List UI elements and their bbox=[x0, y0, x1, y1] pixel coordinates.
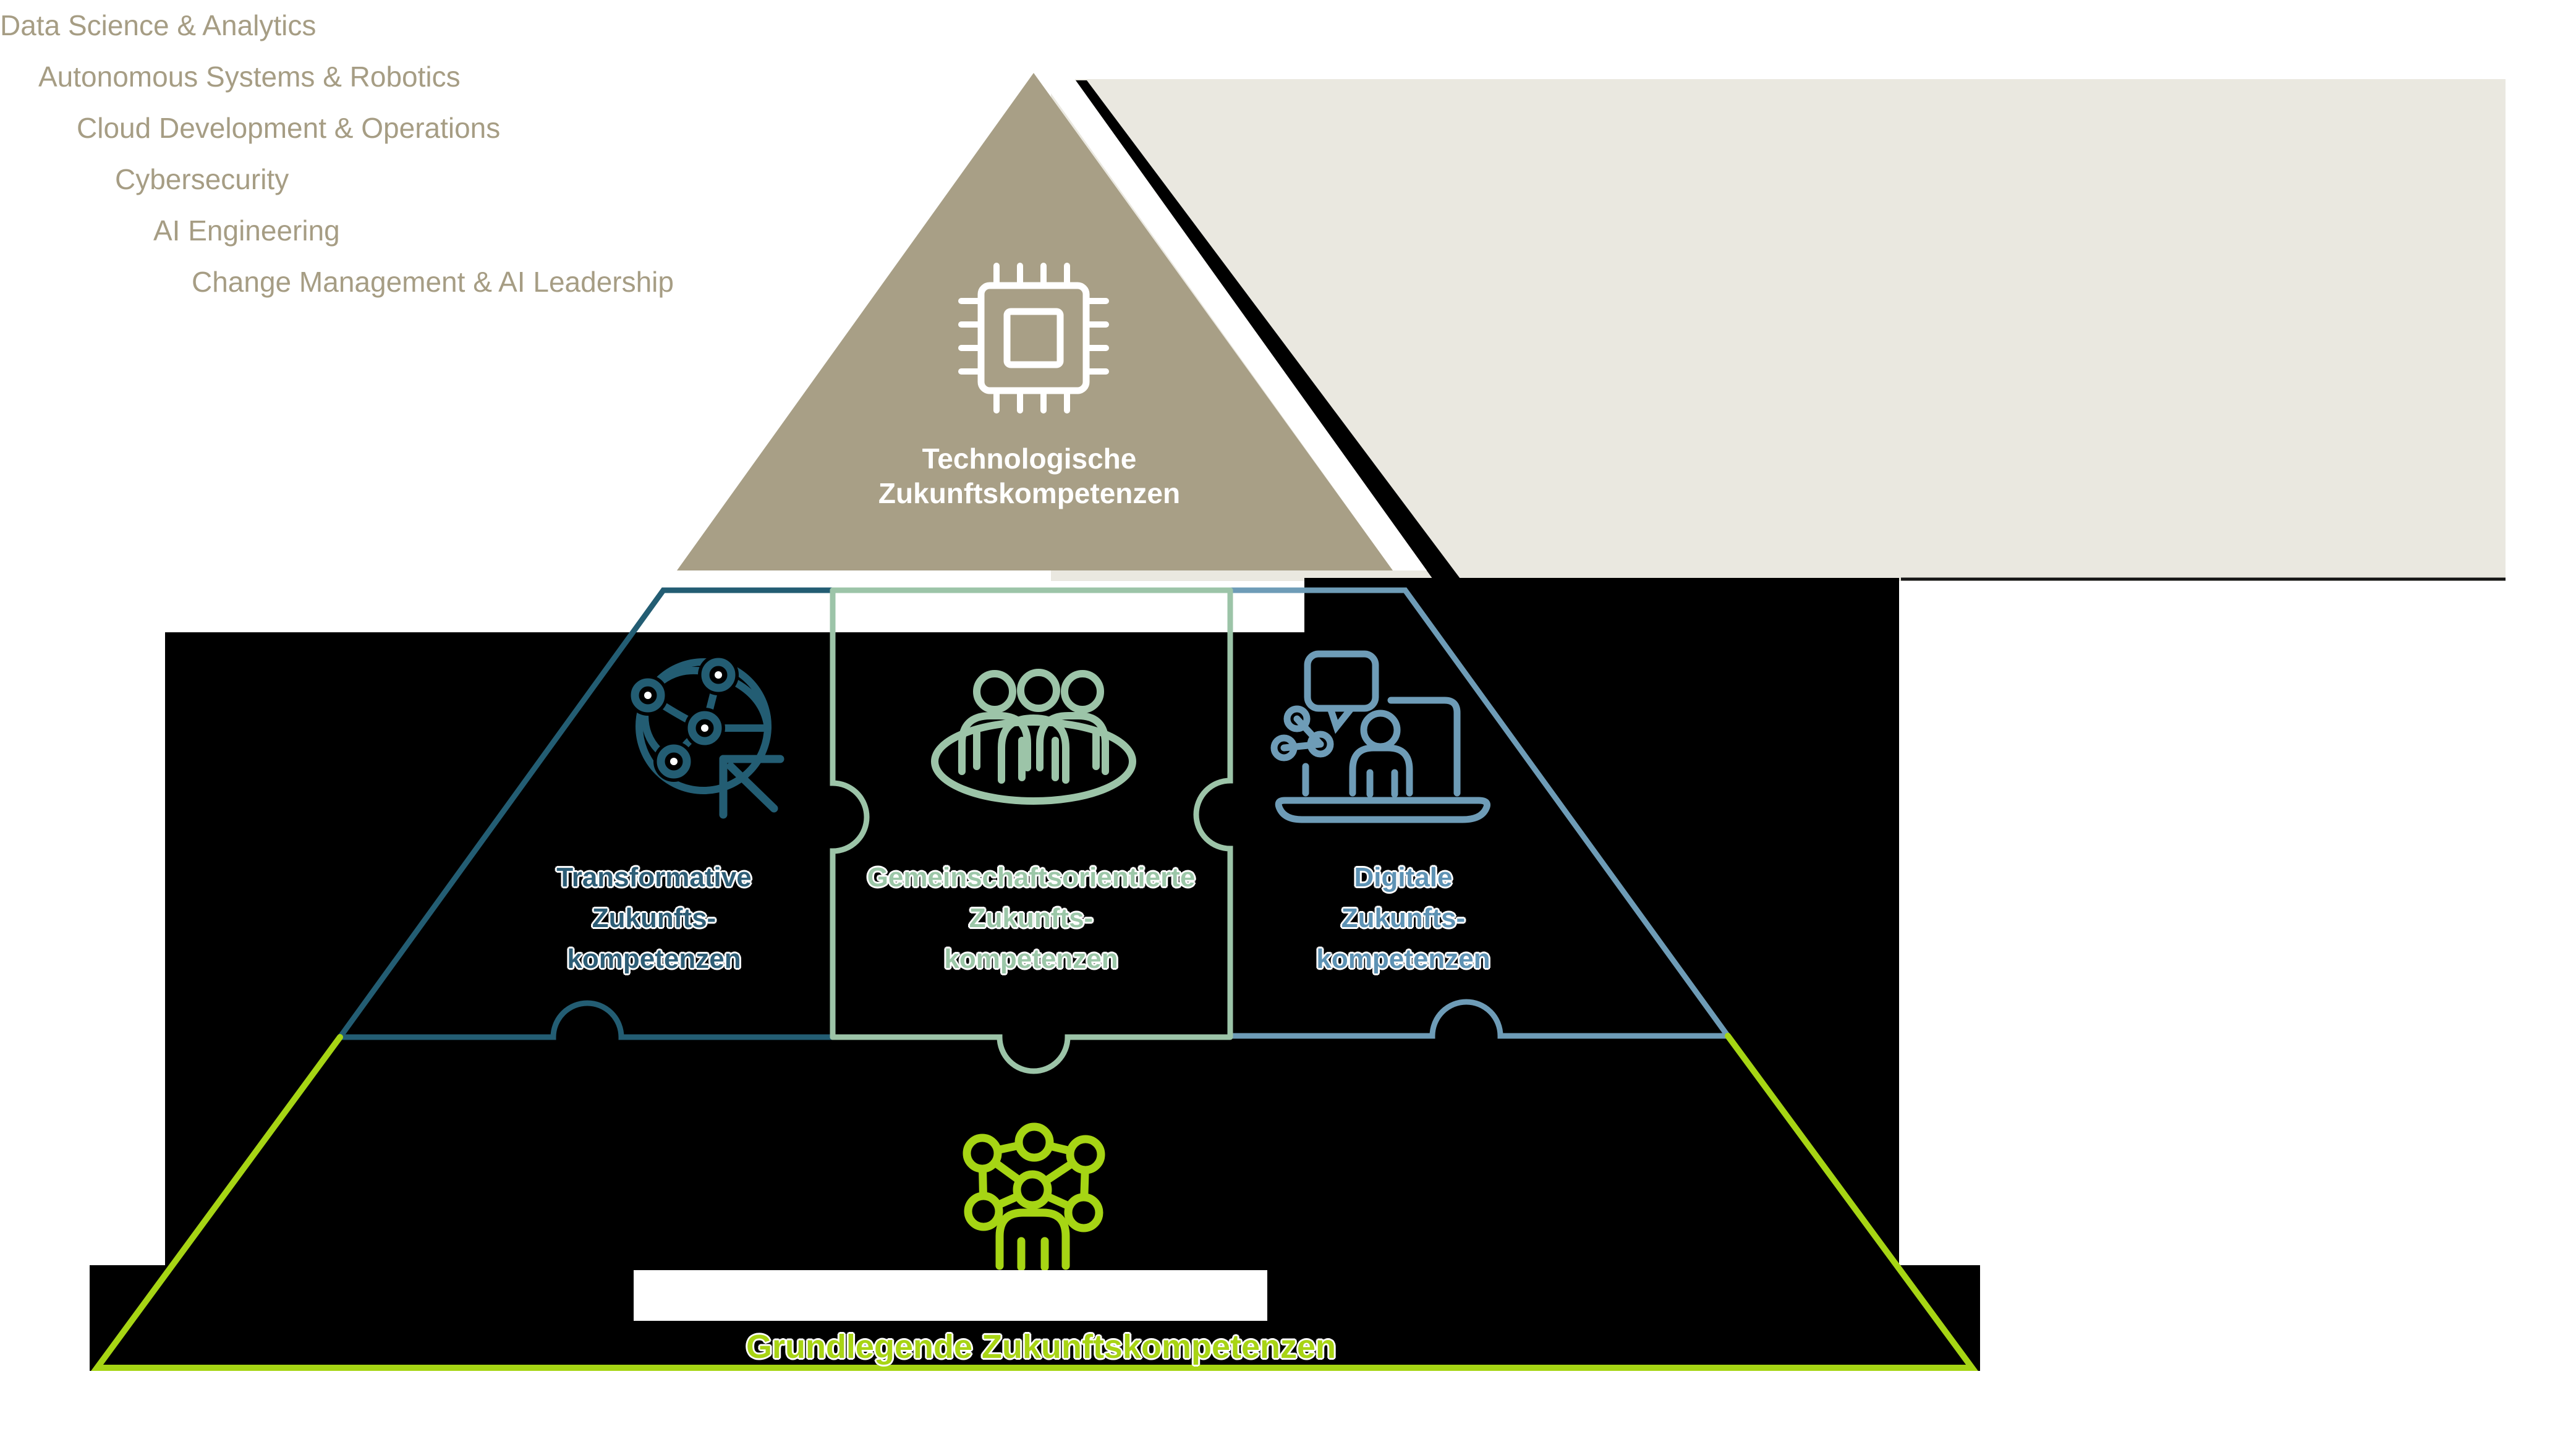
pyramid-gap-band bbox=[1034, 69, 1427, 570]
black-background bbox=[90, 632, 1980, 1371]
label-community: Gemeinschaftsorientierte Zukunfts- kompe… bbox=[867, 862, 1196, 974]
share-nodes bbox=[1270, 705, 1334, 761]
globe-nodes bbox=[627, 655, 739, 782]
puzzle-piece-transformative bbox=[334, 587, 836, 1040]
network-globe-arrow-icon bbox=[627, 655, 784, 819]
puzzle-piece-digital bbox=[1227, 587, 1733, 1039]
person-shoulders bbox=[995, 1208, 1070, 1270]
tech-skill-item: Autonomous Systems & Robotics bbox=[38, 61, 461, 93]
pyramid-title: Technologische Zukunftskompetenzen bbox=[878, 443, 1181, 509]
cursor-arrow bbox=[719, 755, 784, 819]
molecule-nodes bbox=[963, 1122, 1105, 1232]
pyramid-top-shape bbox=[677, 73, 1393, 570]
tech-skill-item: Change Management & AI Leadership bbox=[192, 266, 674, 298]
tech-skill-item: Cybersecurity bbox=[115, 163, 289, 195]
black-underbox-strip bbox=[1304, 578, 1899, 632]
community-people-icon bbox=[931, 669, 1136, 805]
tech-skill-item: AI Engineering bbox=[153, 214, 340, 247]
laptop-base bbox=[1275, 797, 1490, 823]
shadow-wedge bbox=[1076, 80, 1462, 581]
foundation-white-bar bbox=[634, 1270, 1267, 1321]
molecule-person-icon bbox=[963, 1122, 1105, 1271]
label-foundation: Grundlegende Zukunftskompetenzen bbox=[746, 1328, 1337, 1365]
speech-bubble bbox=[1304, 650, 1379, 712]
label-transformative: Transformative Zukunfts- kompetenzen bbox=[556, 862, 752, 974]
tech-skill-item: Cloud Development & Operations bbox=[77, 112, 501, 144]
tech-skill-item: Data Science & Analytics bbox=[0, 9, 317, 41]
puzzle-piece-community bbox=[830, 587, 1233, 1074]
person-laptop-chat-icon bbox=[1270, 650, 1490, 823]
chip-icon bbox=[958, 263, 1109, 413]
tech-skills-list: Data Science & Analytics Autonomous Syst… bbox=[0, 0, 1051, 308]
label-digital: Digitale Zukunfts- kompetenzen bbox=[1316, 862, 1490, 974]
foundation-triangle bbox=[91, 1033, 1978, 1371]
laptop-screen bbox=[1387, 697, 1461, 797]
